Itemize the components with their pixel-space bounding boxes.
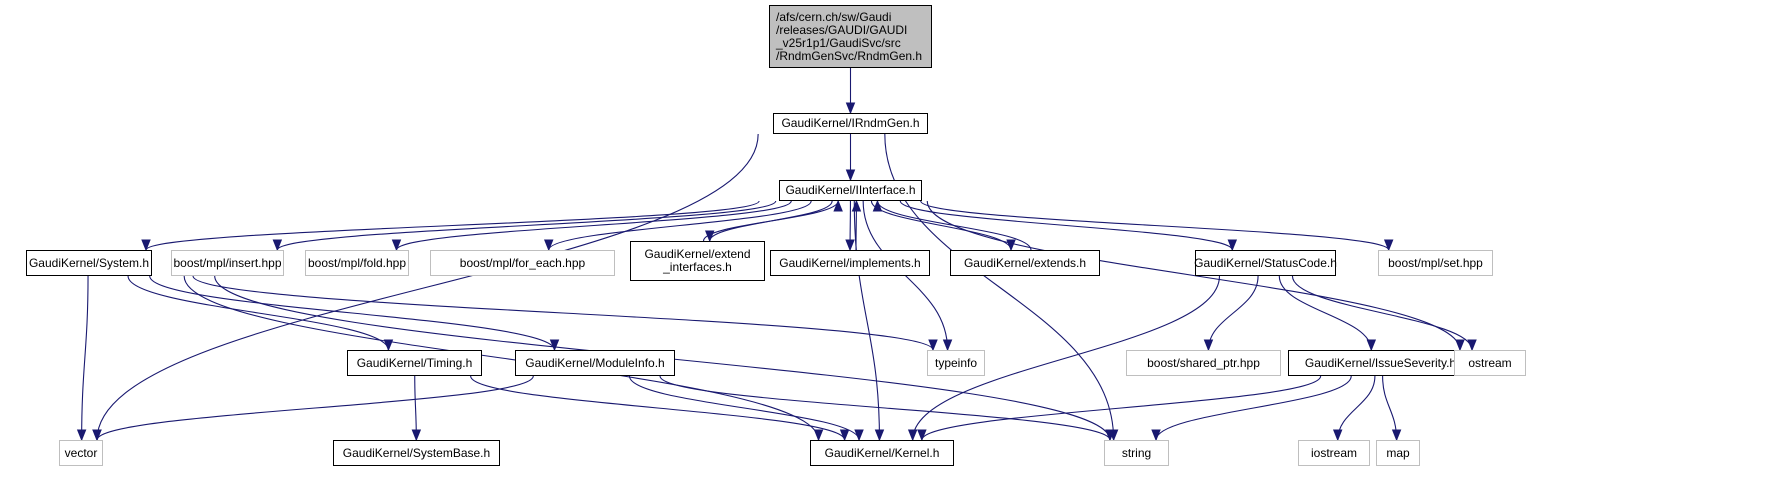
arrowhead-timing-to-systembase xyxy=(412,430,420,440)
node-extends-h[interactable]: GaudiKernel/extends.h xyxy=(950,250,1100,276)
node-systembase-h[interactable]: GaudiKernel/SystemBase.h xyxy=(333,440,500,466)
arrowhead-issueseverity-to-kernel xyxy=(918,430,926,440)
edge-statuscode-to-sharedptr xyxy=(1208,276,1258,350)
node-boost-mpl-insert: boost/mpl/insert.hpp xyxy=(171,250,284,276)
node-issueseverity-h[interactable]: GaudiKernel/IssueSeverity.h xyxy=(1288,350,1473,376)
arrowhead-implements-to-iinterface xyxy=(852,201,860,211)
node-timing-h[interactable]: GaudiKernel/Timing.h xyxy=(347,350,482,376)
arrowhead-moduleinfo-to-vector xyxy=(93,430,101,440)
edge-timing-to-kernel xyxy=(471,376,845,440)
arrowhead-statuscode-to-ostream xyxy=(1468,340,1476,350)
arrowhead-statuscode-to-kernel xyxy=(909,430,917,440)
arrowhead-extendif-to-iinterface xyxy=(834,201,842,211)
node-implements-h[interactable]: GaudiKernel/implements.h xyxy=(770,250,930,276)
edge-system-to-kernel xyxy=(184,276,818,440)
arrowhead-system-to-kernel xyxy=(815,430,823,440)
edge-issueseverity-to-string xyxy=(1156,376,1351,440)
edge-moduleinfo-to-string xyxy=(660,376,1110,440)
edge-iinterface-to-set xyxy=(921,201,1389,250)
arrowhead-system-to-vector xyxy=(78,430,86,440)
arrowhead-iinterface-to-fold xyxy=(392,240,400,250)
node-boost-shared-ptr: boost/shared_ptr.hpp xyxy=(1126,350,1281,376)
node-iinterface-h[interactable]: GaudiKernel/IInterface.h xyxy=(779,180,922,201)
node-boost-mpl-for-each: boost/mpl/for_each.hpp xyxy=(430,250,615,276)
arrowhead-iinterface-to-foreach xyxy=(545,240,553,250)
node-vector: vector xyxy=(59,440,103,466)
edge-statuscode-to-issueseverity xyxy=(1279,276,1371,350)
node-string: string xyxy=(1104,440,1169,466)
arrowhead-statuscode-to-sharedptr xyxy=(1204,340,1212,350)
arrowhead-iinterface-to-implements xyxy=(846,240,854,250)
arrowhead-system-to-typeinfo xyxy=(929,340,937,350)
arrowhead-root-to-irndmgen xyxy=(847,103,855,113)
arrowhead-irndmgen-to-iinterface xyxy=(847,170,855,180)
arrowhead-iinterface-to-typeinfo xyxy=(944,340,952,350)
arrowhead-iinterface-to-statuscode xyxy=(1228,240,1236,250)
edge-irndmgen-to-vector xyxy=(97,134,758,440)
arrowhead-iinterface-to-insert xyxy=(273,240,281,250)
node-extend-interfaces-h[interactable]: GaudiKernel/extend _interfaces.h xyxy=(630,241,765,281)
node-iostream: iostream xyxy=(1298,440,1370,466)
edge-iinterface-to-kernel xyxy=(854,201,879,440)
arrowhead-iinterface-to-set xyxy=(1385,240,1393,250)
edge-system-to-moduleinfo xyxy=(150,276,555,350)
edge-statuscode-to-ostream xyxy=(1292,276,1472,350)
node-boost-mpl-fold: boost/mpl/fold.hpp xyxy=(305,250,409,276)
node-statuscode-h[interactable]: GaudiKernel/StatusCode.h xyxy=(1195,250,1336,276)
edge-moduleinfo-to-kernel xyxy=(629,376,859,440)
edge-issueseverity-to-kernel xyxy=(922,376,1321,440)
node-boost-mpl-set: boost/mpl/set.hpp xyxy=(1378,250,1493,276)
arrowhead-iinterface-to-ostream xyxy=(1456,340,1464,350)
arrowhead-statuscode-to-issueseverity xyxy=(1367,340,1375,350)
arrowhead-iinterface-to-kernel xyxy=(875,430,883,440)
node-moduleinfo-h[interactable]: GaudiKernel/ModuleInfo.h xyxy=(515,350,675,376)
edge-system-to-vector xyxy=(82,276,88,440)
node-irndmgen-h[interactable]: GaudiKernel/IRndmGen.h xyxy=(773,113,928,134)
node-typeinfo: typeinfo xyxy=(927,350,985,376)
edge-moduleinfo-to-vector xyxy=(97,376,533,440)
arrowhead-issueseverity-to-iostream xyxy=(1334,430,1342,440)
arrowhead-iinterface-to-system xyxy=(142,240,150,250)
node-root-rndmgen-h: /afs/cern.ch/sw/Gaudi /releases/GAUDI/GA… xyxy=(769,5,932,68)
node-ostream: ostream xyxy=(1454,350,1526,376)
node-system-h[interactable]: GaudiKernel/System.h xyxy=(26,250,152,276)
edge-iinterface-to-statuscode xyxy=(900,201,1232,250)
arrowhead-timing-to-kernel xyxy=(841,430,849,440)
node-kernel-h[interactable]: GaudiKernel/Kernel.h xyxy=(810,440,954,466)
node-map: map xyxy=(1376,440,1420,466)
arrowhead-issueseverity-to-map xyxy=(1393,430,1401,440)
